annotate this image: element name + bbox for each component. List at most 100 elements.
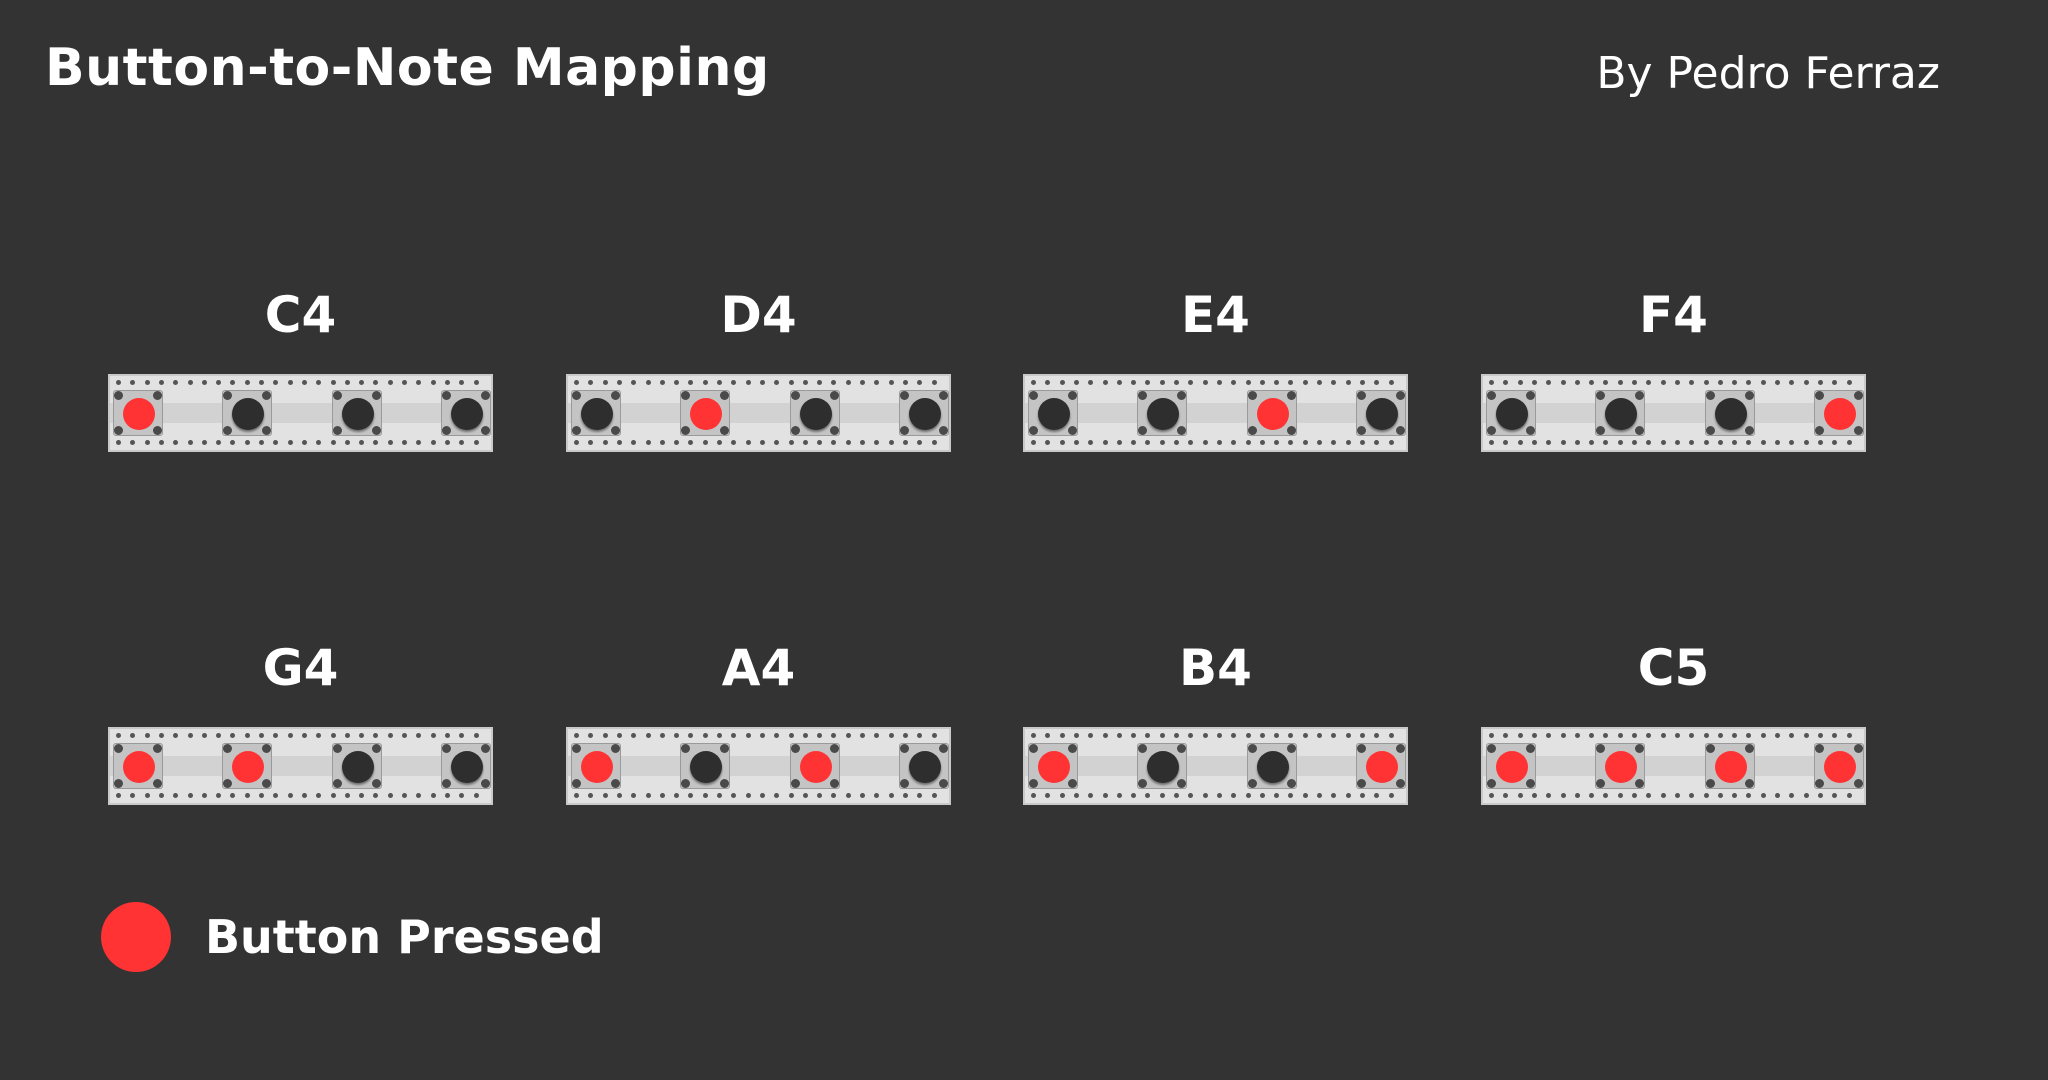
breadboard-hole (316, 380, 322, 385)
breadboard-hole (1717, 793, 1723, 798)
breadboard-hole (416, 793, 422, 798)
breadboard-hole (888, 733, 894, 738)
breadboard-hole (287, 793, 293, 798)
breadboard-hole (1803, 380, 1809, 385)
breadboard-hole (1517, 733, 1523, 738)
switch-leg (1487, 744, 1496, 753)
switch-leg (333, 779, 342, 788)
switch-leg (333, 426, 342, 435)
breadboard-hole (330, 380, 336, 385)
switch-leg (262, 391, 271, 400)
breadboard-hole (1359, 793, 1365, 798)
switch-leg (114, 744, 123, 753)
breadboard-hole (616, 440, 622, 445)
switch-leg (1396, 779, 1405, 788)
switch-leg (1745, 391, 1754, 400)
breadboard-hole (1589, 793, 1595, 798)
breadboard-hole (616, 380, 622, 385)
breadboard-hole (845, 380, 851, 385)
breadboard-hole (344, 793, 350, 798)
switch-leg (1029, 426, 1038, 435)
breadboard-hole (359, 440, 365, 445)
breadboard-hole (116, 440, 121, 445)
breadboard-hole (1302, 440, 1308, 445)
breadboard-hole (1331, 380, 1337, 385)
breadboard-hole (1660, 793, 1666, 798)
breadboard-hole (1145, 440, 1151, 445)
breadboard-hole (230, 733, 236, 738)
breadboard-hole (1202, 733, 1208, 738)
breadboard-rail-top (1025, 378, 1406, 388)
breadboard-hole (1045, 440, 1051, 445)
breadboard-hole (1359, 733, 1365, 738)
breadboard-hole (330, 440, 336, 445)
button-cap-unpressed (232, 398, 264, 430)
switch-leg (1596, 779, 1605, 788)
breadboard-hole (1288, 380, 1294, 385)
breadboard-hole (1646, 440, 1652, 445)
breadboard-hole (888, 440, 894, 445)
breadboard-hole (130, 733, 136, 738)
breadboard-hole (874, 440, 880, 445)
breadboard-hole (1489, 793, 1494, 798)
breadboard-hole (631, 793, 637, 798)
breadboard-hole (1174, 793, 1179, 798)
push-button-4 (899, 743, 949, 789)
breadboard-hole (316, 440, 322, 445)
breadboard-hole (1589, 440, 1595, 445)
breadboard-hole (1145, 793, 1151, 798)
breadboard-hole (1188, 793, 1194, 798)
breadboard-hole (831, 440, 837, 445)
breadboard-hole (717, 440, 722, 445)
breadboard-hole (702, 733, 708, 738)
breadboard-hole (116, 380, 121, 385)
breadboard-hole (1846, 733, 1852, 738)
button-cap-pressed (1605, 751, 1637, 783)
breadboard-hole (473, 380, 479, 385)
switch-leg (1287, 426, 1296, 435)
breadboard-hole (373, 793, 379, 798)
breadboard-hole (745, 733, 751, 738)
breadboard-hole (1660, 440, 1666, 445)
breadboard-hole (416, 733, 422, 738)
breadboard-hole (1817, 440, 1823, 445)
note-label: B4 (1179, 639, 1252, 697)
breadboard-hole (1846, 440, 1852, 445)
push-button-2 (1595, 743, 1645, 789)
button-cap-unpressed (690, 751, 722, 783)
breadboard-hole (259, 380, 264, 385)
breadboard-hole (802, 793, 808, 798)
switch-leg (372, 779, 381, 788)
breadboard-hole (387, 440, 393, 445)
breadboard-hole (774, 733, 780, 738)
breadboard-hole (1546, 793, 1552, 798)
push-button-4 (441, 390, 491, 436)
switch-leg (1854, 779, 1863, 788)
switch-leg (1745, 744, 1754, 753)
breadboard-hole (1116, 380, 1122, 385)
breadboard-hole (1789, 380, 1795, 385)
breadboard-hole (1803, 793, 1809, 798)
push-button-1 (113, 390, 163, 436)
breadboard-hole (444, 733, 450, 738)
switch-leg (153, 426, 162, 435)
button-cap-unpressed (1715, 398, 1747, 430)
breadboard-hole (1717, 733, 1723, 738)
breadboard-hole (1760, 440, 1766, 445)
switch-leg (1029, 391, 1038, 400)
switch-leg (223, 779, 232, 788)
breadboard-hole (201, 380, 207, 385)
breadboard-hole (1159, 733, 1165, 738)
breadboard-hole (645, 440, 651, 445)
breadboard-hole (1274, 440, 1280, 445)
switch-leg (1138, 744, 1147, 753)
breadboard-hole (1245, 380, 1251, 385)
author-credit: By Pedro Ferraz (1596, 48, 1940, 99)
breadboard-hole (860, 380, 865, 385)
breadboard-hole (1302, 793, 1308, 798)
breadboard-hole (158, 440, 164, 445)
switch-leg (1029, 744, 1038, 753)
breadboard-hole (717, 380, 722, 385)
breadboard-center-strip (1483, 756, 1864, 776)
breadboard-rail-top (568, 378, 949, 388)
